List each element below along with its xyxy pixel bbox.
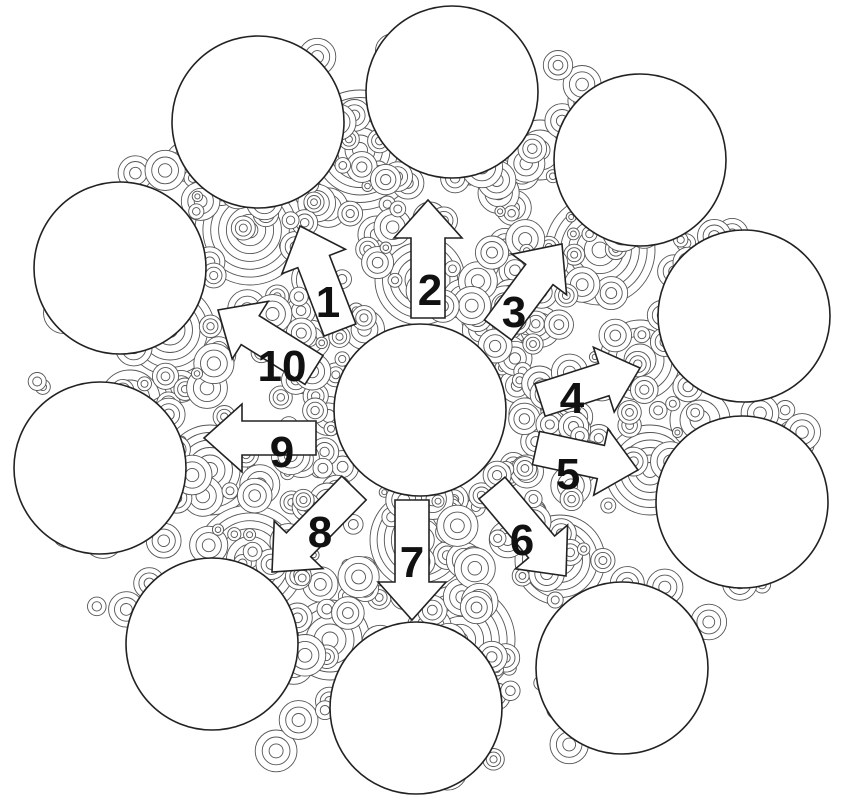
pattern-motif xyxy=(28,373,46,391)
pattern-motif xyxy=(192,191,202,201)
outer-circle-left xyxy=(14,382,186,554)
pattern-motif xyxy=(380,242,391,253)
pattern-motif xyxy=(460,591,492,623)
arrow-1-label: 1 xyxy=(316,278,340,327)
pattern-motif xyxy=(475,236,508,269)
pattern-motif xyxy=(222,483,238,499)
pattern-motif xyxy=(338,556,379,597)
pattern-motif xyxy=(228,528,241,541)
arrow-8-label: 8 xyxy=(308,508,332,557)
pattern-motif xyxy=(547,592,563,608)
pattern-motif xyxy=(504,206,519,221)
pattern-motif xyxy=(437,505,478,546)
arrow-3-label: 3 xyxy=(502,288,526,337)
arrow-6-label: 6 xyxy=(510,516,534,565)
pattern-motif xyxy=(88,597,107,616)
pattern-motif xyxy=(282,212,299,229)
pattern-motif xyxy=(618,401,642,425)
pattern-motif xyxy=(687,404,704,421)
pattern-motif xyxy=(338,201,363,226)
outer-circle-upper-right xyxy=(554,74,726,246)
pattern-motif xyxy=(568,228,580,240)
pattern-motif xyxy=(599,319,632,352)
pattern-motif xyxy=(578,543,590,555)
outer-circle-top xyxy=(366,6,538,178)
pattern-motif xyxy=(666,397,680,411)
pattern-motif xyxy=(591,548,615,572)
pattern-motif xyxy=(371,164,401,194)
pattern-motif xyxy=(316,337,327,348)
outer-circle-top-left xyxy=(172,36,344,208)
pattern-motif xyxy=(304,192,324,212)
pattern-motif xyxy=(601,498,616,513)
pattern-motif xyxy=(543,50,572,79)
arrow-4-label: 4 xyxy=(560,374,585,423)
pattern-motif xyxy=(191,368,202,379)
outer-circle-right xyxy=(658,230,830,402)
pattern-motif xyxy=(189,204,204,219)
pattern-motif xyxy=(432,495,444,507)
arrow-5-label: 5 xyxy=(556,450,580,499)
arrow-7-label: 7 xyxy=(400,538,424,587)
pattern-motif xyxy=(231,216,255,240)
pattern-motif xyxy=(501,681,520,700)
outer-circle-bottom-left xyxy=(126,558,298,730)
pattern-motif xyxy=(454,548,495,589)
pattern-motif xyxy=(138,377,152,391)
pattern-motif xyxy=(388,273,402,287)
pattern-motif xyxy=(495,206,505,216)
pattern-motif xyxy=(489,530,506,547)
pattern-motif xyxy=(352,306,377,331)
pattern-motif xyxy=(332,597,365,630)
outer-circle-bottom xyxy=(330,622,502,794)
outer-circle-bottom-right xyxy=(536,582,708,754)
pattern-motif xyxy=(649,402,667,420)
pattern-motif xyxy=(237,478,272,513)
pattern-motif xyxy=(390,201,406,217)
pattern-motif xyxy=(445,261,461,277)
outer-circle-lower-right xyxy=(656,416,828,588)
arrow-9-label: 9 xyxy=(270,428,294,477)
pattern-motif xyxy=(335,158,351,174)
center-circle xyxy=(334,324,506,496)
pattern-motif xyxy=(244,529,256,541)
pattern-motif xyxy=(631,376,659,404)
pattern-motif xyxy=(295,570,310,585)
pattern-motif xyxy=(672,428,682,438)
pattern-motif xyxy=(509,403,540,434)
pattern-motif xyxy=(243,542,262,561)
arrow-2-label: 2 xyxy=(418,266,442,315)
pattern-motif xyxy=(199,315,221,337)
pattern-motif xyxy=(212,524,223,535)
pattern-motif xyxy=(544,310,573,339)
pattern-motif xyxy=(313,458,333,478)
pattern-motif xyxy=(290,287,309,306)
pattern-motif xyxy=(303,398,328,423)
pattern-motif xyxy=(634,327,650,343)
center-group xyxy=(334,324,506,496)
outer-circle-upper-left xyxy=(34,182,206,354)
pattern-motif xyxy=(279,701,318,740)
arrow-10-label: 10 xyxy=(258,342,307,391)
